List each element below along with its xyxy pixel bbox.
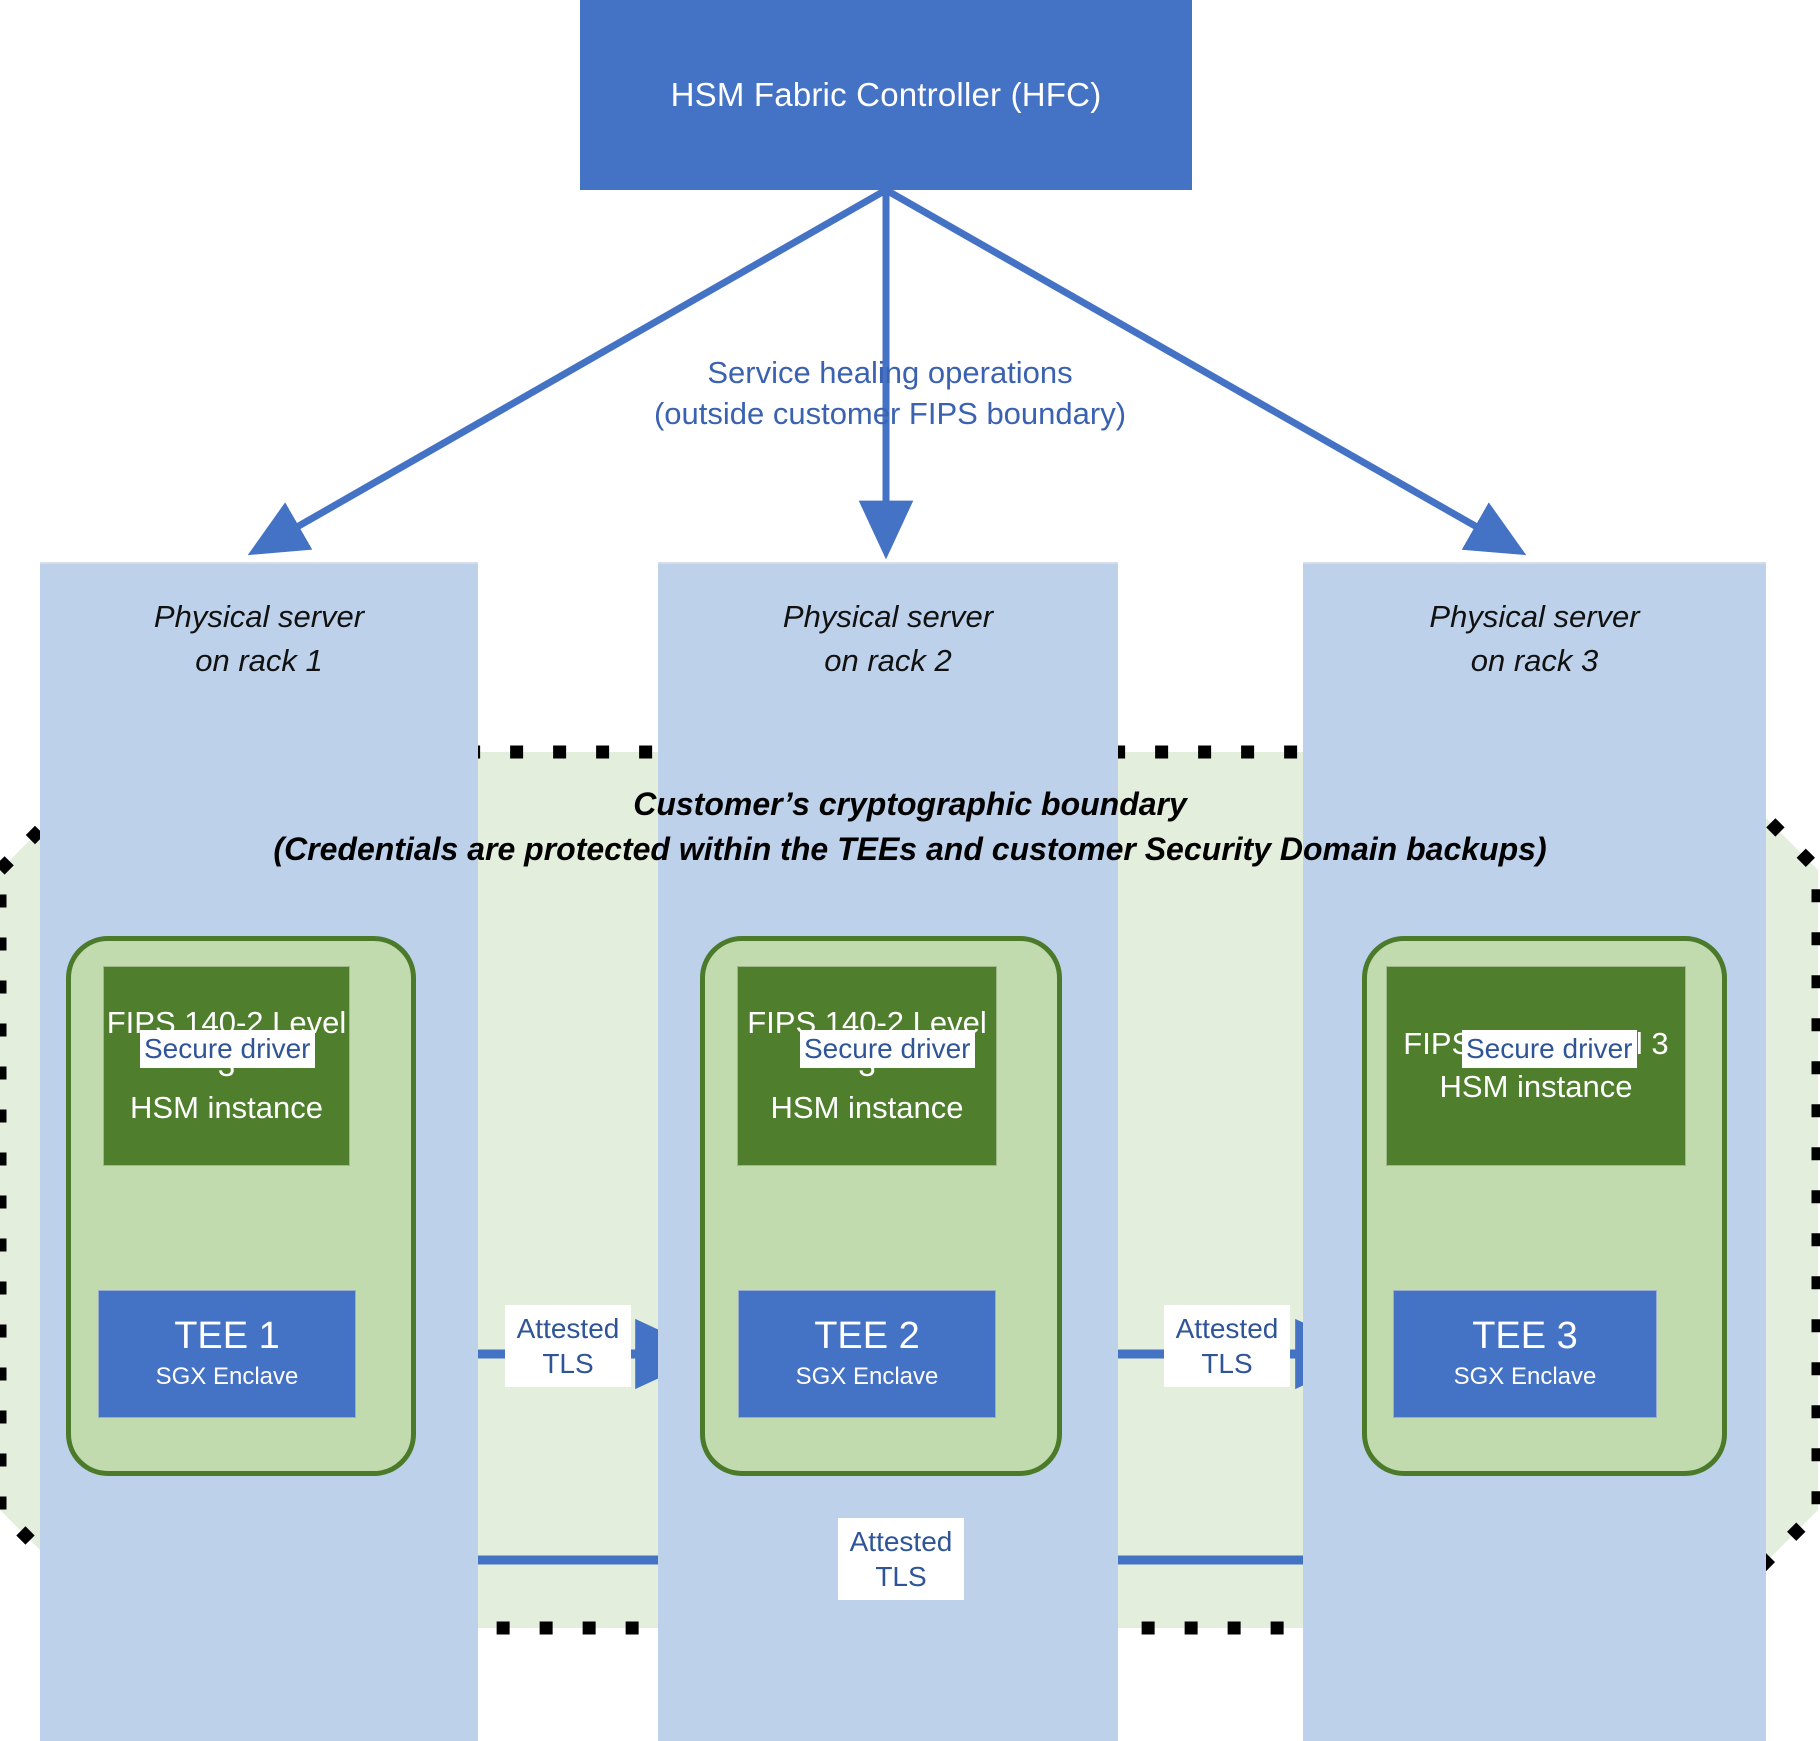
service-healing-line2: (outside customer FIPS boundary) bbox=[653, 396, 1127, 432]
attested-tls-label-3-1: Attested TLS bbox=[838, 1518, 964, 1600]
tee-box-3[interactable]: TEE 3 SGX Enclave bbox=[1393, 1290, 1657, 1418]
hsm-fabric-controller-label: HSM Fabric Controller (HFC) bbox=[670, 76, 1102, 113]
attested-tls-2-3-line2: TLS bbox=[1201, 1348, 1253, 1379]
hsm-fabric-controller-box[interactable]: HSM Fabric Controller (HFC) bbox=[580, 0, 1192, 190]
crypto-boundary-line2: (Credentials are protected within the TE… bbox=[273, 831, 1547, 868]
attested-tls-3-1-line1: Attested bbox=[849, 1526, 953, 1557]
secure-driver-label-2: Secure driver bbox=[800, 1030, 975, 1068]
hfc-arrow-server-1 bbox=[247, 186, 888, 556]
hfc-arrow-server-3 bbox=[884, 186, 1527, 556]
server-3-line2: on rack 3 bbox=[1470, 643, 1599, 679]
attested-tls-label-1-2: Attested TLS bbox=[505, 1305, 631, 1387]
tee-box-2[interactable]: TEE 2 SGX Enclave bbox=[738, 1290, 996, 1418]
attested-tls-3-1-line2: TLS bbox=[875, 1561, 927, 1592]
crypto-boundary-line1: Customer’s cryptographic boundary bbox=[633, 786, 1187, 822]
secure-driver-label-3: Secure driver bbox=[1462, 1030, 1637, 1068]
tee-subtitle-2: SGX Enclave bbox=[795, 1362, 939, 1390]
attested-tls-1-2-line1: Attested bbox=[516, 1313, 620, 1344]
physical-server-label-2: Physical server on rack 2 bbox=[658, 595, 1118, 683]
service-healing-annotation: Service healing operations (outside cust… bbox=[610, 352, 1170, 434]
secure-driver-label-1: Secure driver bbox=[140, 1030, 315, 1068]
service-healing-line1: Service healing operations bbox=[707, 355, 1073, 390]
server-2-line2: on rack 2 bbox=[824, 643, 952, 679]
hsm-2-line2: HSM instance bbox=[770, 1090, 964, 1126]
tee-box-1[interactable]: TEE 1 SGX Enclave bbox=[98, 1290, 356, 1418]
tee-title-2: TEE 2 bbox=[814, 1315, 920, 1358]
attested-tls-label-2-3: Attested TLS bbox=[1164, 1305, 1290, 1387]
hsm-1-line2: HSM instance bbox=[130, 1090, 323, 1126]
secure-driver-text-3: Secure driver bbox=[1466, 1033, 1633, 1064]
server-3-line1: Physical server bbox=[1429, 599, 1640, 634]
secure-driver-text-1: Secure driver bbox=[144, 1033, 311, 1064]
attested-tls-2-3-line1: Attested bbox=[1175, 1313, 1279, 1344]
attested-tls-1-2-line2: TLS bbox=[542, 1348, 594, 1379]
server-2-line1: Physical server bbox=[782, 599, 994, 634]
secure-driver-text-2: Secure driver bbox=[804, 1033, 971, 1064]
tee-subtitle-1: SGX Enclave bbox=[155, 1362, 299, 1390]
tee-title-3: TEE 3 bbox=[1472, 1315, 1578, 1358]
hsm-3-line2: HSM instance bbox=[1439, 1069, 1633, 1104]
tee-title-1: TEE 1 bbox=[174, 1315, 280, 1358]
physical-server-label-3: Physical server on rack 3 bbox=[1303, 595, 1766, 683]
hsm-instance-box-3[interactable]: FIPS 140-2 Level 3 HSM instance bbox=[1386, 966, 1686, 1166]
physical-server-label-1: Physical server on rack 1 bbox=[40, 595, 478, 683]
crypto-boundary-caption: Customer’s cryptographic boundary (Crede… bbox=[60, 782, 1760, 873]
tee-subtitle-3: SGX Enclave bbox=[1453, 1362, 1597, 1390]
server-1-line1: Physical server bbox=[153, 599, 365, 634]
server-1-line2: on rack 1 bbox=[195, 643, 323, 679]
